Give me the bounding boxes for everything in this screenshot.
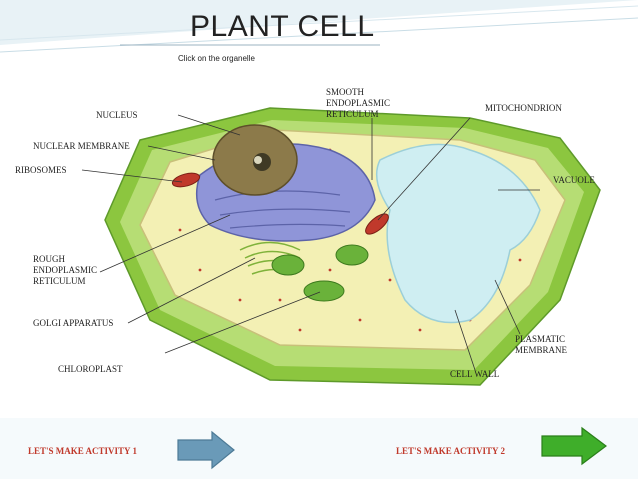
label-rough-er-line-3: RETICULUM [33,276,86,286]
page-subtitle: Click on the organelle [178,54,255,63]
label-vacuole[interactable]: VACUOLE [553,175,595,185]
label-rough-er-line-1: ROUGH [33,254,66,264]
activity-1-link[interactable]: LET'S MAKE ACTIVITY 1 [28,446,137,456]
label-mitochondrion[interactable]: MITOCHONDRION [485,103,562,113]
nucleus[interactable] [212,124,298,196]
label-smooth-er-line-1: SMOOTH [326,87,365,97]
footer-band [0,418,638,479]
label-nucleus[interactable]: NUCLEUS [96,110,138,120]
mitochondrion[interactable] [171,171,392,238]
label-plasmatic-membrane-line-2: MEMBRANE [515,345,568,355]
activity-2-link[interactable]: LET'S MAKE ACTIVITY 2 [396,446,505,456]
chloroplast[interactable] [271,244,369,302]
header-decoration [0,0,638,53]
label-rough-er-line-2: ENDOPLASMIC [33,265,98,275]
label-golgi-apparatus[interactable]: GOLGI APPARATUS [33,318,114,328]
right-arrow-icon[interactable] [176,430,236,470]
label-plasmatic-membrane-line-1: PLASMATIC [515,334,566,344]
label-plasmatic-membrane[interactable]: PLASMATIC MEMBRANE [515,334,567,356]
label-chloroplast[interactable]: CHLOROPLAST [58,364,123,374]
label-cell-wall[interactable]: CELL WALL [450,369,500,379]
label-ribosomes[interactable]: RIBOSOMES [15,165,67,175]
label-rough-er[interactable]: ROUGH ENDOPLASMIC RETICULUM [33,254,97,287]
page-title: PLANT CELL [190,10,375,43]
label-smooth-er-line-3: RETICULUM [326,109,379,119]
label-pointers [81,114,540,371]
label-nuclear-membrane[interactable]: NUCLEAR MEMBRANE [33,141,130,151]
right-arrow-icon[interactable] [540,426,608,466]
label-smooth-er-line-2: ENDOPLASMIC [326,98,391,108]
vacuole[interactable] [375,143,541,324]
label-smooth-er[interactable]: SMOOTH ENDOPLASMIC RETICULUM [326,87,390,120]
